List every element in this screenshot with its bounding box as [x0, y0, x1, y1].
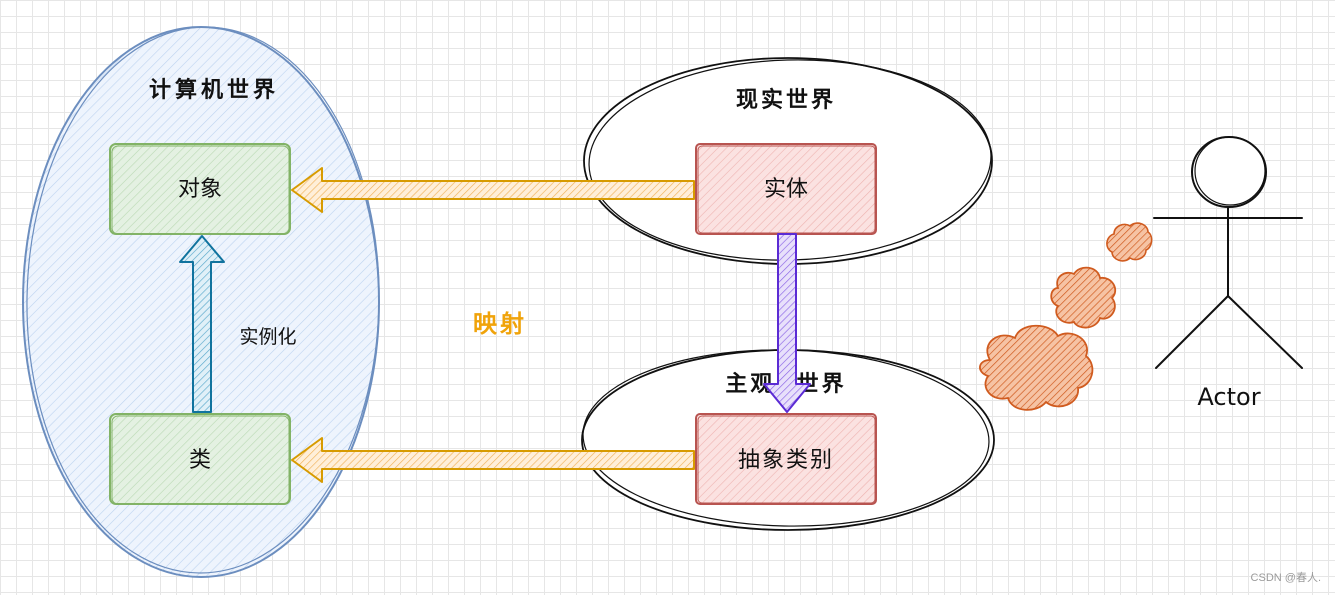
instantiate-label: 实例化 — [239, 326, 296, 348]
entity-to-abstract-arrow — [763, 233, 811, 413]
entity-label: 实体 — [764, 177, 808, 202]
class-box — [109, 413, 291, 505]
thought-cloud-large — [979, 324, 1094, 411]
thought-cloud-small — [1106, 222, 1153, 262]
object-box — [109, 143, 291, 235]
thought-cloud-medium — [1050, 266, 1117, 329]
instantiate-arrow — [179, 235, 225, 413]
abstract-class-box — [695, 413, 877, 505]
actor-label: Actor — [1197, 383, 1260, 411]
abstract-to-class-arrow — [291, 437, 695, 483]
abstract-class-label: 抽象类别 — [738, 448, 834, 473]
computer-world-label: 计算机世界 — [149, 77, 279, 103]
class-label: 类 — [189, 448, 211, 473]
mapping-label: 映射 — [473, 310, 527, 338]
actor-figure — [1153, 136, 1303, 369]
watermark: CSDN @春人. — [1250, 572, 1321, 584]
real-world-label: 现实世界 — [736, 87, 836, 113]
entity-to-object-arrow — [291, 167, 695, 213]
object-label: 对象 — [178, 177, 222, 202]
